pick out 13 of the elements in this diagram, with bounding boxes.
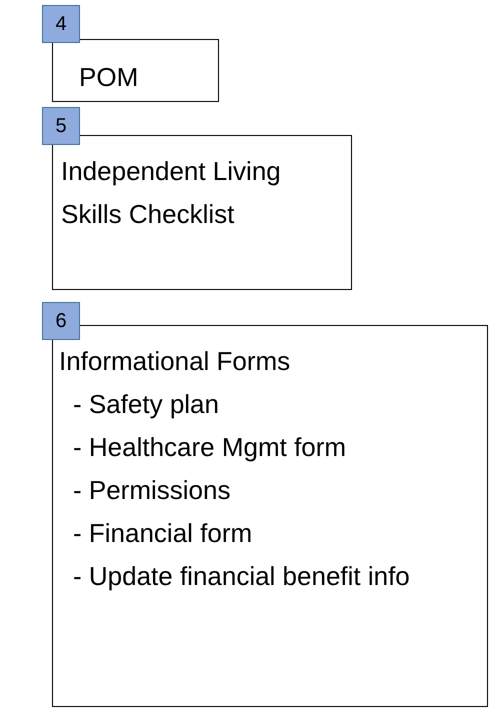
text-box bbox=[52, 39, 219, 102]
number-badge: 5 bbox=[42, 107, 80, 145]
box-text: POM bbox=[79, 61, 140, 94]
list-item: - Financial form bbox=[72, 517, 254, 550]
list-item: - Safety plan bbox=[72, 388, 220, 421]
list-item: - Healthcare Mgmt form bbox=[72, 431, 348, 464]
text-box bbox=[52, 135, 352, 290]
list-item: - Permissions bbox=[72, 474, 232, 507]
box-text: Informational Forms bbox=[59, 345, 292, 378]
number-badge: 6 bbox=[42, 302, 80, 340]
number-badge: 4 bbox=[42, 5, 80, 43]
list-item: - Update financial benefit info bbox=[72, 560, 411, 593]
box-text: Independent Living Skills Checklist bbox=[61, 155, 282, 231]
